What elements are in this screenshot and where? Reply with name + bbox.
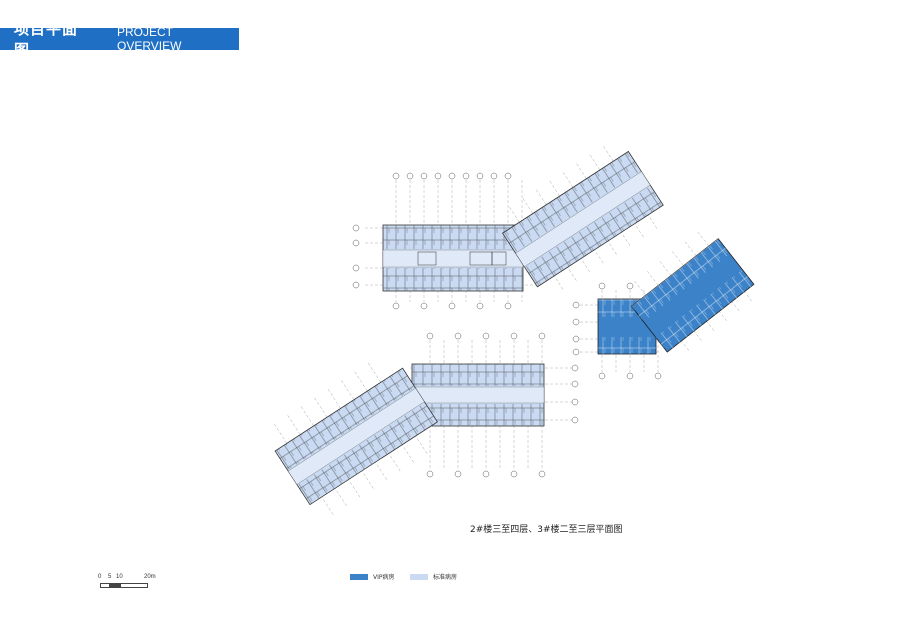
plan-caption: 2#楼三至四层、3#楼二至三层平面图: [470, 525, 623, 535]
scale-tick-5: 5: [108, 574, 112, 580]
scale-bar: 0 5 10 20m: [98, 574, 158, 594]
header-title-cn: 项目平面图: [14, 20, 79, 59]
scale-tick-0: 0: [98, 574, 102, 580]
page-header: 项目平面图 PROJECT OVERVIEW: [0, 20, 239, 59]
scale-seg-1: [100, 583, 110, 588]
building-lower-angled-wing: [274, 362, 438, 517]
legend-standard-label: 标准病房: [433, 574, 458, 581]
scale-tick-20: 20m: [144, 574, 156, 580]
legend-vip-swatch: [350, 573, 368, 580]
building-3-vip-section: [580, 231, 755, 372]
scale-tick-10: 10: [116, 574, 123, 580]
legend-standard: 标准病房: [410, 572, 457, 581]
scale-seg-2: [110, 583, 120, 588]
header-title-en: PROJECT OVERVIEW: [116, 25, 182, 53]
axis-markers: [352, 172, 662, 478]
legend-standard-swatch: [410, 573, 428, 580]
legend-vip-label: VIP病房: [373, 574, 395, 581]
scale-seg-3: [120, 583, 148, 588]
building-2-angled-wing: [502, 146, 664, 292]
building-lower-straight-wing: [410, 340, 575, 470]
building-2-straight-wing: [365, 180, 540, 302]
legend-vip: VIP病房: [350, 572, 395, 581]
